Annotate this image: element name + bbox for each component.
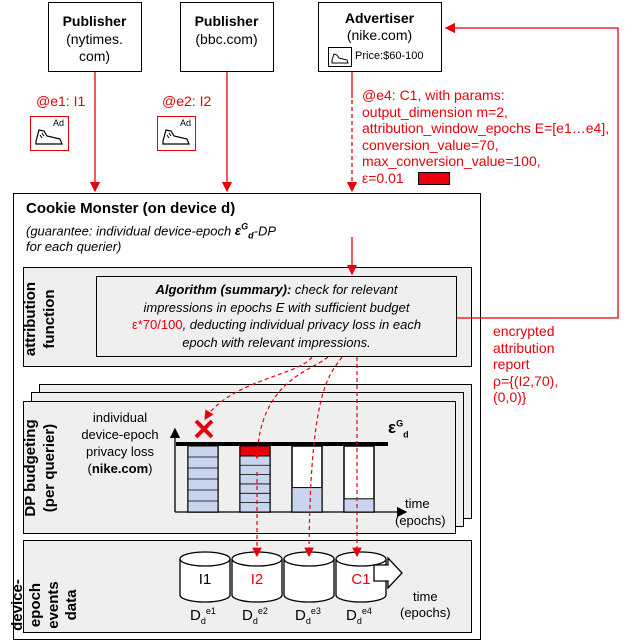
guarantee-epsilon: ε <box>234 223 242 239</box>
algorithm-budget-formula: ε*70/100 <box>131 317 183 332</box>
epoch-cylinders <box>179 551 387 603</box>
global-budget-eps: ε <box>388 418 397 437</box>
budget-time-label-2: (epochs) <box>395 513 446 528</box>
report-line-5: (0,0)} <box>493 389 527 405</box>
global-budget-epsilon: εGd <box>388 418 409 439</box>
privacy-loss-label-4a: ( <box>87 461 92 476</box>
epoch-bar-fill-4 <box>343 498 375 513</box>
event-e4-line-2: output_dimension m=2, <box>362 103 508 120</box>
arrow-report-to-advertiser <box>444 22 619 319</box>
guarantee-sup: G <box>241 222 249 232</box>
algorithm-title: Algorithm (summary): <box>155 282 292 297</box>
event-e4-line-4: conversion_value=70, <box>362 136 499 153</box>
publisher-nytimes-domain-2: com) <box>78 48 111 64</box>
report-line-2: attribution <box>493 339 555 356</box>
event-e4-line-3: attribution_window_epochs E=[e1…e4], <box>362 120 610 136</box>
algorithm-line-1: check for relevant <box>291 282 398 297</box>
event-e4-line-6: ε=0.01 <box>362 169 404 186</box>
publisher-nytimes-box: Publisher (nytimes. com) <box>48 2 142 72</box>
ad-label-1: Ad <box>53 118 65 128</box>
cylinder-top-4 <box>335 551 387 567</box>
privacy-loss-label-3: privacy loss <box>86 444 154 459</box>
rejected-x-icon <box>194 419 214 439</box>
event-e2-label: @e2: I2 <box>162 93 212 109</box>
dataset-label-4: Dde4 <box>346 606 372 626</box>
encrypted-report: encrypted attribution report ρ={(I2,70),… <box>493 323 558 406</box>
cylinder-body-1 <box>179 559 231 603</box>
cookie-monster-title: Cookie Monster (on device d) <box>26 200 236 217</box>
cylinder-top-1 <box>179 551 231 567</box>
arrow-algo-to-epoch3 <box>304 356 343 558</box>
global-budget-sup: G <box>396 418 404 429</box>
report-line-1: encrypted <box>493 323 555 339</box>
dataset-label-1: Dde1 <box>190 606 216 626</box>
dataset-label-3: Dde3 <box>295 606 321 626</box>
global-budget-sub: d <box>403 429 409 440</box>
event-e4-line-5: max_conversion_value=100, <box>362 153 541 169</box>
privacy-loss-label-4c: ) <box>148 461 153 476</box>
ad-shoe-icon-1: Ad <box>30 116 69 151</box>
algorithm-text: Algorithm (summary): check for relevant … <box>98 281 455 351</box>
epoch-bar-fill-3 <box>291 487 323 513</box>
arrow-algo-to-epoch1 <box>204 356 313 421</box>
advertiser-domain: (nike.com) <box>346 27 413 43</box>
privacy-loss-label-1: individual <box>92 410 148 425</box>
publisher-bbc-box: Publisher (bbc.com) <box>180 2 274 72</box>
guarantee-text-1: (guarantee: individual device-epoch <box>26 223 235 239</box>
cylinder-body-2 <box>231 559 283 603</box>
advertiser-box: Advertiser (nike.com) Price:$60-100 <box>318 2 442 72</box>
publisher-bbc-title: Publisher <box>194 13 259 29</box>
privacy-loss-label: individual device-epoch privacy loss (ni… <box>68 409 172 477</box>
report-line-4: ρ={(I2,70), <box>493 372 559 389</box>
publisher-nytimes-domain-1: (nytimes. <box>66 31 123 47</box>
budget-time-label-1: time <box>405 496 430 511</box>
event-e4-line-1: @e4: C1, with params: <box>362 87 505 103</box>
cylinder-label-4: C1 <box>351 571 371 588</box>
cylinder-label-2: I2 <box>250 571 264 588</box>
advertiser-title: Advertiser <box>344 10 415 26</box>
events-time-label-1: time <box>413 589 438 604</box>
algorithm-line-2: impressions in epochs E with sufficient … <box>143 299 410 315</box>
publisher-bbc-domain: (bbc.com) <box>195 31 258 47</box>
cookie-monster-guarantee: (guarantee: individual device-epoch εGd-… <box>26 222 276 241</box>
event-e1-label: @e1: I1 <box>36 93 86 109</box>
ad-shoe-icon-2: Ad <box>157 116 196 151</box>
epoch-budget-bars <box>187 445 375 513</box>
cylinder-top-2 <box>231 551 283 567</box>
arrow-algo-to-epoch2 <box>252 356 329 460</box>
guarantee-sub: d <box>248 230 254 241</box>
cylinder-body-3 <box>283 559 335 603</box>
privacy-loss-label-2: device-epoch <box>81 427 159 442</box>
events-time-label-2: (epochs) <box>400 605 451 620</box>
shoe-icon <box>328 47 352 67</box>
cylinder-label-1: I1 <box>198 571 212 588</box>
publisher-nytimes-title: Publisher <box>62 13 127 29</box>
algorithm-box <box>96 276 457 357</box>
epsilon-budget-swatch <box>418 172 450 185</box>
privacy-loss-querier: nike.com <box>91 461 149 476</box>
epoch-bar-deducted-2 <box>239 445 271 457</box>
cookie-monster-guarantee-2: for each querier) <box>26 239 122 254</box>
ad-label-2: Ad <box>180 118 192 128</box>
algorithm-line-3: , deducting individual privacy loss in e… <box>182 317 422 332</box>
dataset-label-2: Dde2 <box>242 606 268 626</box>
advertiser-price: Price:$60-100 <box>355 50 424 62</box>
event-e4-params: @e4: C1, with params: output_dimension m… <box>362 87 609 186</box>
algorithm-line-4: epoch with relevant impressions. <box>182 334 371 350</box>
guarantee-text-2: -DP <box>253 223 276 239</box>
report-line-3: report <box>493 356 530 372</box>
events-time-arrow <box>373 556 403 590</box>
